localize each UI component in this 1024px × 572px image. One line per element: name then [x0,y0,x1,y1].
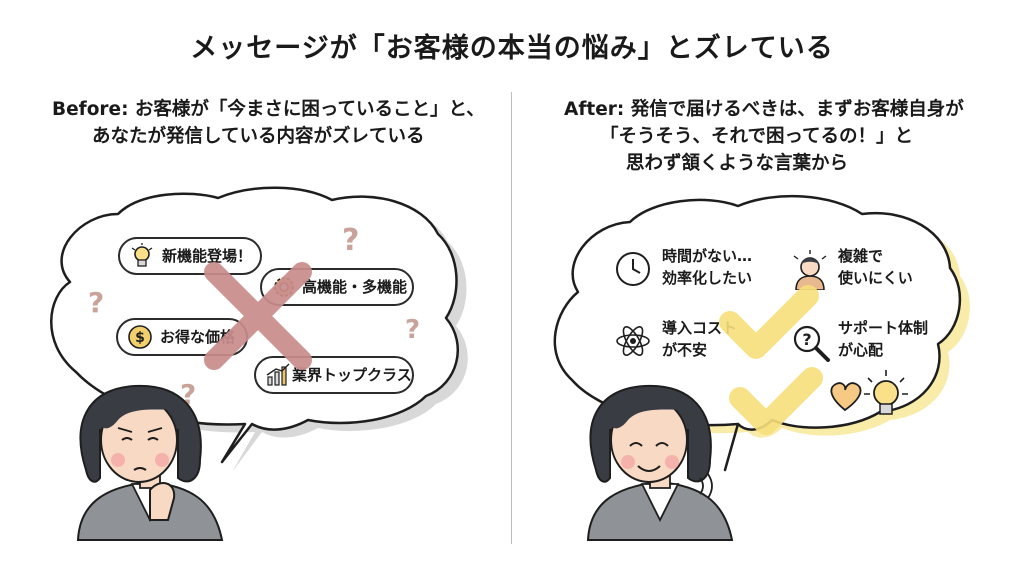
before-caption: Before: お客様が「今まさに困っていること」と、 あなたが発信している内容… [52,96,485,150]
happy-person [586,384,734,541]
worry-line-1: サポート体制 [838,319,929,337]
page-title: メッセージが「お客様の本当の悩み」とズレている [190,33,834,64]
center-divider [511,92,512,544]
clock-icon [616,252,650,286]
after-caption-line-2: 「そうそう、それで困ってるの！」と [600,126,914,147]
question-mark-3: ? [405,315,420,345]
svg-text:$: $ [135,330,145,346]
pill-label: お得な価格 [160,328,236,346]
after-caption: After: 発信で届けるべきは、まずお客様自身が 「そうそう、それで困ってるの… [564,96,964,177]
pill-high-function: 高機能・多機能 [260,268,414,306]
lightbulb-glow-icon [864,370,908,415]
worry-line-1: 複雑で [838,247,884,265]
pill-industry-top: 業界トップクラス [254,356,414,394]
worry-line-2: が心配 [838,341,884,359]
bar-chart-icon [266,363,290,386]
before-caption-line-1: Before: お客様が「今まさに困っていること」と、 [52,99,485,120]
dollar-coin-icon: $ [128,325,152,349]
pill-new-feature: 新機能登場！ [118,237,262,275]
worry-item-complex: 複雑で 使いにくい [790,246,930,292]
worry-line-2: が不安 [662,341,708,359]
after-caption-line-1: After: 発信で届けるべきは、まずお客様自身が [564,99,964,120]
pill-label: 業界トップクラス [292,366,412,384]
worry-item-support: ? サポート体制 が心配 [790,318,940,364]
question-mark-2: ? [88,286,104,319]
pill-label: 新機能登場！ [162,247,253,265]
question-mark-1: ? [342,223,359,258]
pill-good-price: $ お得な価格 [116,318,248,356]
worry-item-time: 時間がない… 効率化したい [614,246,764,292]
before-caption-line-2: あなたが発信している内容がズレている [92,126,425,147]
lightbulb-icon [131,243,153,267]
magnifier-question-icon: ? [793,325,830,362]
pill-label: 高機能・多機能 [302,278,408,296]
worry-line-2: 効率化したい [662,269,753,287]
worry-line-1: 導入コスト [662,319,738,337]
gear-icon [274,277,294,297]
worry-item-cost: 導入コスト が不安 [614,318,764,364]
worry-line-1: 時間がない… [662,247,753,265]
atom-icon [616,326,650,356]
worry-line-2: 使いにくい [838,269,913,287]
confused-person-icon [793,250,827,290]
worried-person [76,384,224,541]
heart-icon [830,382,862,412]
svg-text:?: ? [802,330,811,349]
after-caption-line-3: 思わず頷くような言葉から [626,153,849,174]
